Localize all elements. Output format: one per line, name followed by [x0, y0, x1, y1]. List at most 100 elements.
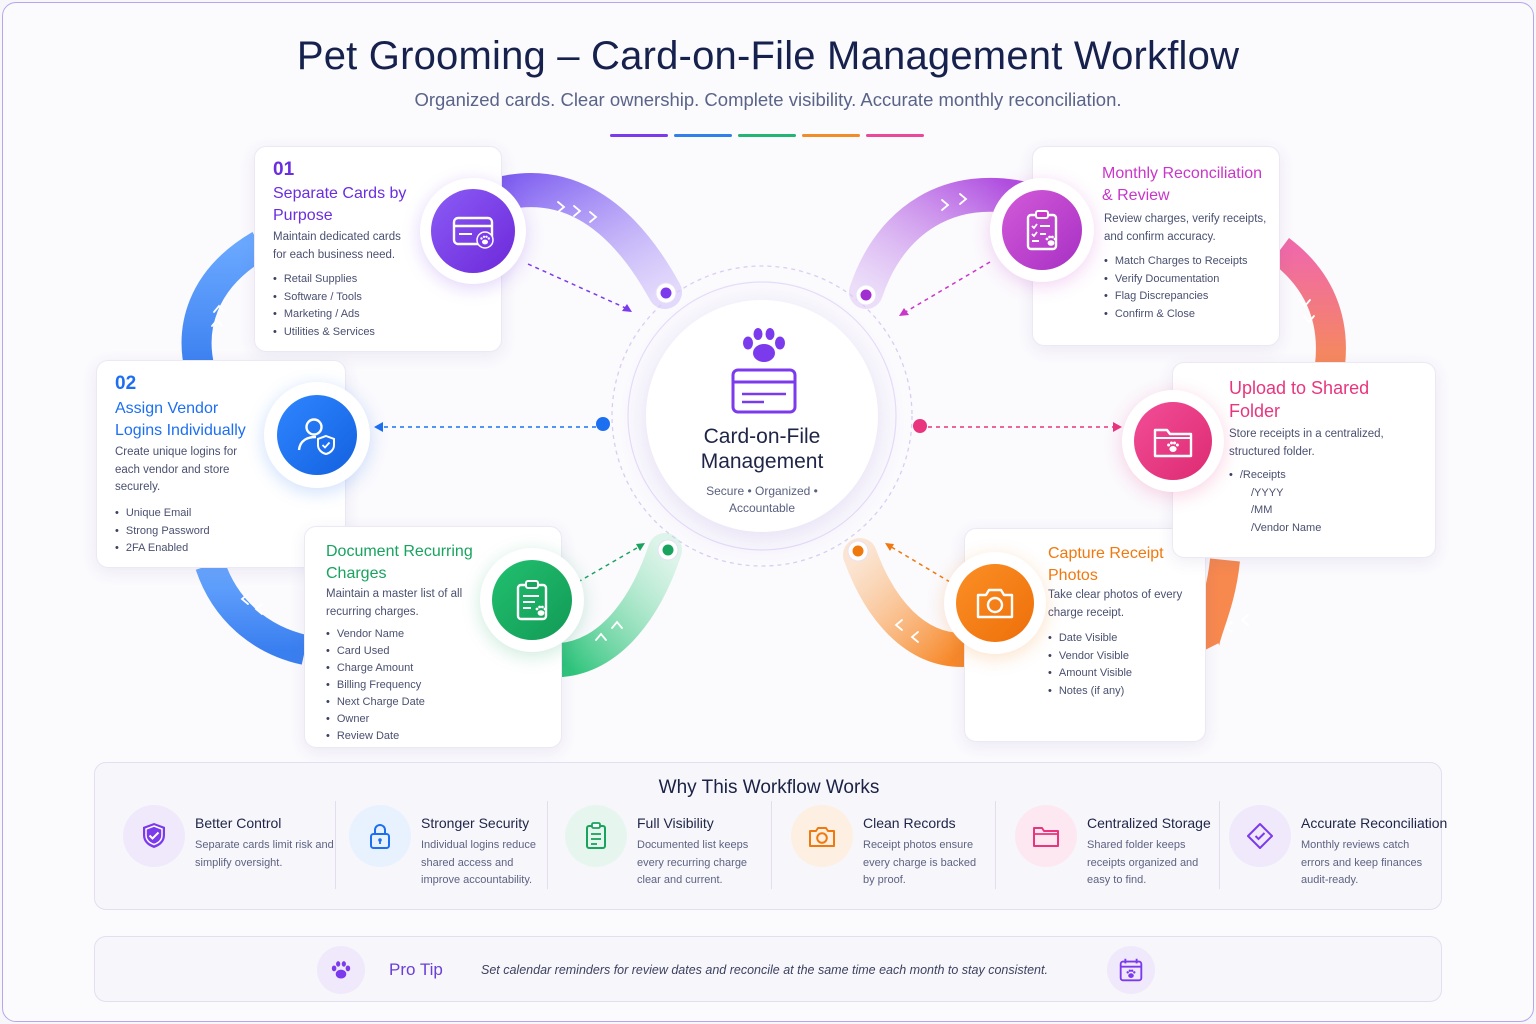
- color-rule: [738, 134, 796, 137]
- benefit-title: Clean Records: [863, 815, 956, 831]
- step-title: Monthly Reconciliation & Review: [1102, 165, 1263, 204]
- pro-tip-panel: Pro Tip Set calendar reminders for revie…: [94, 936, 1442, 1002]
- lock-icon: [349, 805, 411, 867]
- list-item: 2FA Enabled: [115, 540, 210, 558]
- list-item: Owner: [326, 711, 425, 728]
- step-list: /Receipts: [1229, 467, 1286, 485]
- badge-check-icon: [1229, 805, 1291, 867]
- ribbon-magenta: [849, 177, 1047, 309]
- list-item: Vendor Visible: [1048, 648, 1132, 666]
- color-rule: [866, 134, 924, 137]
- calendar-paw-icon: [1107, 946, 1155, 994]
- list-item: Card Used: [326, 643, 425, 660]
- list-item: Billing Frequency: [326, 677, 425, 694]
- list-item: Verify Documentation: [1104, 271, 1248, 289]
- list-item: Marketing / Ads: [273, 306, 375, 324]
- list-item: Match Charges to Receipts: [1104, 253, 1248, 271]
- step-list: Unique Email Strong Password 2FA Enabled: [115, 505, 210, 558]
- list-item: Charge Amount: [326, 660, 425, 677]
- step-description: Maintain dedicated cards for each busine…: [273, 231, 401, 261]
- step-title: Assign Vendor Logins Individually: [115, 400, 246, 439]
- step-list: Match Charges to Receipts Verify Documen…: [1104, 253, 1248, 323]
- list-item: Strong Password: [115, 523, 210, 541]
- why-panel: Why This Workflow Works Better Control S…: [94, 762, 1447, 910]
- benefit-title: Centralized Storage: [1087, 815, 1211, 831]
- center-subtitle: Secure • Organized • Accountable: [706, 484, 818, 515]
- folder-paw-icon: [1122, 390, 1224, 492]
- folder-icon: [1015, 805, 1077, 867]
- step-title: Document Recurring Charges: [326, 543, 473, 582]
- benefit-description: Documented list keeps every recurring ch…: [637, 839, 749, 886]
- list-item: Utilities & Services: [273, 324, 375, 342]
- list-item: Review Date: [326, 728, 425, 745]
- benefit-description: Separate cards limit risk and simplify o…: [195, 839, 334, 869]
- ribbon-blue-bottom: [195, 559, 309, 665]
- step-list: Retail Supplies Software / Tools Marketi…: [273, 271, 375, 341]
- step-number: 01: [273, 159, 295, 180]
- list-item: Amount Visible: [1048, 665, 1132, 683]
- step-list: Vendor Name Card Used Charge Amount Bill…: [326, 626, 425, 745]
- camera-icon: [791, 805, 853, 867]
- paw-card-icon: [731, 328, 797, 414]
- clipboard-paw-icon: [480, 548, 584, 652]
- color-rule: [610, 134, 668, 137]
- paw-icon: [317, 946, 365, 994]
- credit-card-paw-icon: [420, 178, 526, 284]
- list-item: Unique Email: [115, 505, 210, 523]
- benefit-description: Individual logins reduce shared access a…: [421, 839, 536, 886]
- shield-check-icon: [123, 805, 185, 867]
- why-title: Why This Workflow Works: [658, 777, 880, 798]
- benefit-description: Monthly reviews catch errors and keep fi…: [1301, 839, 1423, 886]
- divider: [547, 801, 548, 889]
- step-description: Maintain a master list of all recurring …: [326, 588, 463, 618]
- step-description: Review charges, verify receipts, and con…: [1104, 213, 1267, 243]
- ribbon-green: [545, 533, 682, 677]
- list-item: Software / Tools: [273, 289, 375, 307]
- camera-icon: [944, 552, 1046, 654]
- ribbon-blue-top: [181, 232, 268, 374]
- divider: [335, 801, 336, 889]
- step-title: Upload to Shared Folder: [1229, 378, 1370, 421]
- center-hub: Card-on-File Management Secure • Organiz…: [646, 300, 878, 532]
- step-list: Date Visible Vendor Visible Amount Visib…: [1048, 630, 1132, 700]
- step-description: Create unique logins for each vendor and…: [115, 446, 238, 493]
- benefit-title: Accurate Reconciliation: [1301, 815, 1448, 831]
- step-sublist: /YYYY /MM /Vendor Name: [1251, 485, 1321, 538]
- step-description: Take clear photos of every charge receip…: [1048, 589, 1183, 619]
- ribbon-pink-bottom: [1189, 558, 1240, 657]
- page-subtitle: Organized cards. Clear ownership. Comple…: [414, 89, 1122, 110]
- page-title: Pet Grooming – Card-on-File Management W…: [296, 34, 1240, 78]
- divider: [995, 801, 996, 889]
- step-description: Store receipts in a centralized, structu…: [1229, 428, 1384, 458]
- pro-tip-text: Set calendar reminders for review dates …: [481, 963, 1048, 977]
- list-item: /YYYY: [1251, 486, 1284, 499]
- list-item: /Receipts: [1229, 467, 1286, 485]
- list-item: Retail Supplies: [273, 271, 375, 289]
- ribbon-orange: [843, 538, 979, 667]
- benefit-description: Shared folder keeps receipts organized a…: [1087, 839, 1199, 886]
- color-rule: [674, 134, 732, 137]
- benefit-title: Better Control: [195, 815, 282, 831]
- list-item: Flag Discrepancies: [1104, 288, 1248, 306]
- user-shield-icon: [264, 382, 370, 488]
- step-title: Capture Receipt Photos: [1048, 545, 1164, 584]
- benefit-title: Stronger Security: [421, 815, 530, 831]
- list-item: /MM: [1251, 504, 1273, 516]
- list-item: Date Visible: [1048, 630, 1132, 648]
- list-item: /Vendor Name: [1251, 521, 1322, 534]
- benefit-description: Receipt photos ensure every charge is ba…: [863, 839, 977, 886]
- divider: [771, 801, 772, 889]
- benefit-title: Full Visibility: [637, 815, 714, 831]
- center-title: Card-on-File Management: [700, 425, 824, 473]
- step-number: 02: [115, 373, 137, 394]
- list-item: Notes (if any): [1048, 683, 1132, 701]
- ribbon-pink-top: [1270, 238, 1346, 367]
- checklist-paw-icon: [990, 178, 1094, 282]
- clipboard-icon: [565, 805, 627, 867]
- list-item: Next Charge Date: [326, 694, 425, 711]
- list-item: Confirm & Close: [1104, 306, 1248, 324]
- step-title: Separate Cards by Purpose: [273, 185, 407, 224]
- color-rule: [802, 134, 860, 137]
- divider: [1219, 801, 1220, 889]
- list-item: Vendor Name: [326, 626, 425, 643]
